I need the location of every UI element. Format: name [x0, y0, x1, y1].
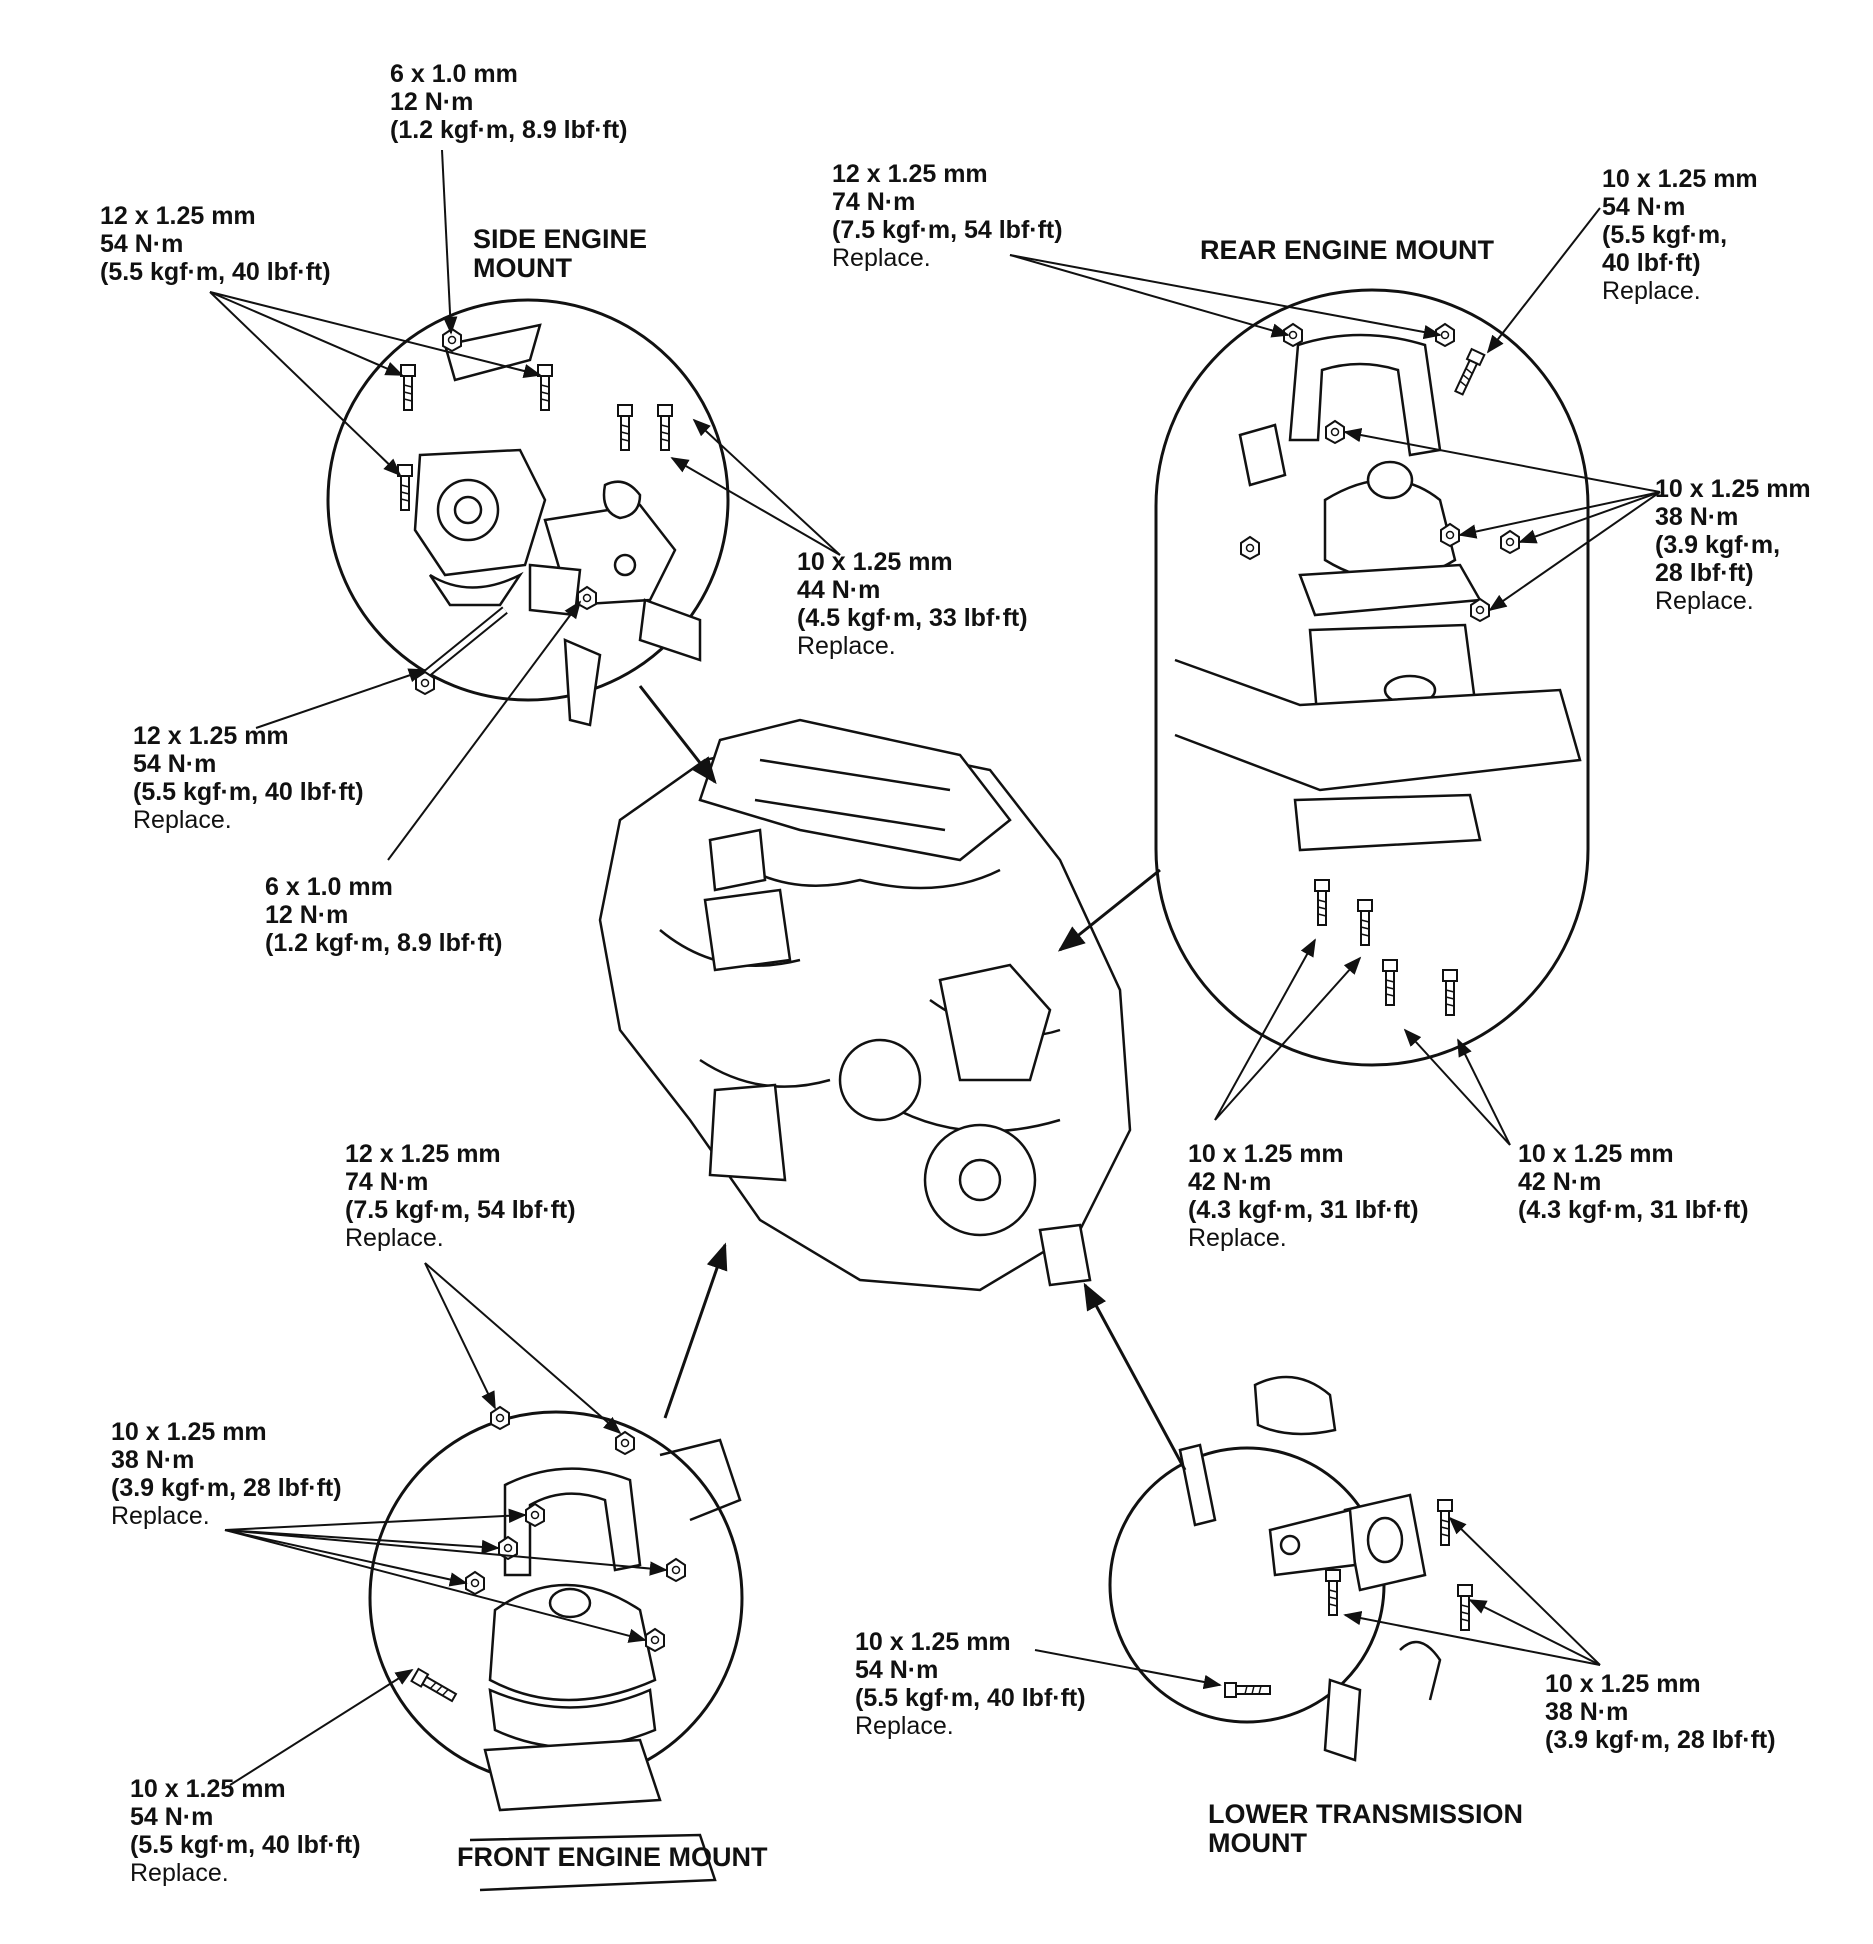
label-front-nuts: 12 x 1.25 mm 74 N·m (7.5 kgf·m, 54 lbf·f… [345, 1140, 576, 1252]
label-lower-bracket-bolts: 10 x 1.25 mm 38 N·m (3.9 kgf·m, 28 lbf·f… [1545, 1670, 1776, 1754]
label-front-side-bolt: 10 x 1.25 mm 54 N·m (5.5 kgf·m, 40 lbf·f… [130, 1775, 361, 1887]
spec-torque-alt: (5.5 kgf·m, 40 lbf·ft) [133, 778, 364, 806]
side-engine-mount-title: SIDE ENGINE MOUNT [473, 225, 647, 283]
spec-torque: 54 N·m [855, 1656, 939, 1684]
spec-size: 12 x 1.25 mm [832, 160, 988, 188]
spec-torque: 38 N·m [1545, 1698, 1629, 1726]
location-arrows [638, 685, 1187, 1471]
spec-torque-alt: (4.3 kgf·m, 31 lbf·ft) [1188, 1196, 1419, 1224]
label-side-upper-bolts: 12 x 1.25 mm 54 N·m (5.5 kgf·m, 40 lbf·f… [100, 202, 331, 286]
spec-torque: 12 N·m [390, 88, 474, 116]
spec-note: Replace. [1655, 587, 1754, 615]
spec-note: Replace. [111, 1502, 210, 1530]
spec-torque: 54 N·m [130, 1803, 214, 1831]
spec-torque-alt: (5.5 kgf·m, 40 lbf·ft) [100, 258, 331, 286]
spec-note: Replace. [1602, 277, 1701, 305]
label-side-lower-bolt: 6 x 1.0 mm 12 N·m (1.2 kgf·m, 8.9 lbf·ft… [265, 873, 503, 957]
lower-mount-parts [1178, 1375, 1442, 1762]
spec-torque-alt: (3.9 kgf·m, 28 lbf·ft) [1545, 1726, 1776, 1754]
spec-torque: 42 N·m [1518, 1168, 1602, 1196]
spec-size: 6 x 1.0 mm [265, 873, 393, 901]
spec-torque: 54 N·m [1602, 193, 1686, 221]
spec-size: 10 x 1.25 mm [1655, 475, 1811, 503]
spec-torque: 42 N·m [1188, 1168, 1272, 1196]
lower-title-line-1: LOWER TRANSMISSION [1208, 1799, 1523, 1829]
side-title-line-1: SIDE ENGINE [473, 224, 648, 254]
spec-note: Replace. [345, 1224, 444, 1252]
label-rear-lower-left: 10 x 1.25 mm 42 N·m (4.3 kgf·m, 31 lbf·f… [1188, 1140, 1419, 1252]
spec-torque-alt-2: 40 lbf·ft) [1602, 249, 1701, 277]
front-mount-parts [469, 1438, 742, 1892]
spec-note: Replace. [855, 1712, 954, 1740]
spec-size: 10 x 1.25 mm [130, 1775, 286, 1803]
spec-size: 10 x 1.25 mm [1602, 165, 1758, 193]
side-title-line-2: MOUNT [473, 253, 572, 283]
rear-mount-detail-capsule [1154, 288, 1590, 1067]
label-front-mount-nuts: 10 x 1.25 mm 38 N·m (3.9 kgf·m, 28 lbf·f… [111, 1418, 342, 1530]
side-mount-parts [413, 323, 702, 727]
label-lower-through-bolt: 10 x 1.25 mm 54 N·m (5.5 kgf·m, 40 lbf·f… [855, 1628, 1086, 1740]
spec-size: 10 x 1.25 mm [1518, 1140, 1674, 1168]
spec-torque-alt: (7.5 kgf·m, 54 lbf·ft) [832, 216, 1063, 244]
label-side-bracket-bolts: 10 x 1.25 mm 44 N·m (4.5 kgf·m, 33 lbf·f… [797, 548, 1028, 660]
front-engine-mount-title: FRONT ENGINE MOUNT [457, 1842, 768, 1872]
spec-size: 10 x 1.25 mm [1545, 1670, 1701, 1698]
spec-torque: 38 N·m [111, 1446, 195, 1474]
spec-note: Replace. [130, 1859, 229, 1887]
spec-torque-alt: (3.9 kgf·m, 28 lbf·ft) [111, 1474, 342, 1502]
spec-size: 10 x 1.25 mm [111, 1418, 267, 1446]
spec-note: Replace. [797, 632, 896, 660]
spec-note: Replace. [133, 806, 232, 834]
spec-note: Replace. [1188, 1224, 1287, 1252]
label-rear-nuts: 12 x 1.25 mm 74 N·m (7.5 kgf·m, 54 lbf·f… [832, 160, 1063, 272]
lower-mount-detail-circle [1108, 1446, 1386, 1724]
label-rear-lower-right: 10 x 1.25 mm 42 N·m (4.3 kgf·m, 31 lbf·f… [1518, 1140, 1749, 1224]
spec-torque-alt: (5.5 kgf·m, [1602, 221, 1728, 249]
spec-torque-alt: (3.9 kgf·m, [1655, 531, 1781, 559]
spec-torque: 12 N·m [265, 901, 349, 929]
spec-size: 12 x 1.25 mm [133, 722, 289, 750]
lower-transmission-mount-title: LOWER TRANSMISSION MOUNT [1208, 1800, 1523, 1858]
side-mount-bolts [397, 328, 673, 695]
spec-torque-alt: (5.5 kgf·m, 40 lbf·ft) [855, 1684, 1086, 1712]
lower-title-line-2: MOUNT [1208, 1828, 1307, 1858]
spec-size: 12 x 1.25 mm [345, 1140, 501, 1168]
spec-torque-alt: (4.3 kgf·m, 31 lbf·ft) [1518, 1196, 1749, 1224]
spec-size: 10 x 1.25 mm [797, 548, 953, 576]
spec-torque-alt: (4.5 kgf·m, 33 lbf·ft) [797, 604, 1028, 632]
spec-size: 12 x 1.25 mm [100, 202, 256, 230]
label-side-top-bolt: 6 x 1.0 mm 12 N·m (1.2 kgf·m, 8.9 lbf·ft… [390, 60, 628, 144]
spec-torque: 54 N·m [100, 230, 184, 258]
leader-lines [209, 149, 1661, 1786]
spec-torque: 44 N·m [797, 576, 881, 604]
label-side-through-bolt: 12 x 1.25 mm 54 N·m (5.5 kgf·m, 40 lbf·f… [133, 722, 364, 834]
spec-size: 10 x 1.25 mm [1188, 1140, 1344, 1168]
rear-mount-parts [1174, 333, 1582, 852]
spec-torque: 74 N·m [832, 188, 916, 216]
spec-torque-alt: (1.2 kgf·m, 8.9 lbf·ft) [390, 116, 628, 144]
engine-transmission-assembly [598, 718, 1132, 1292]
spec-size: 6 x 1.0 mm [390, 60, 518, 88]
rear-engine-mount-title: REAR ENGINE MOUNT [1200, 235, 1495, 265]
spec-torque-alt-2: 28 lbf·ft) [1655, 559, 1754, 587]
spec-torque-alt: (5.5 kgf·m, 40 lbf·ft) [130, 1831, 361, 1859]
spec-torque: 74 N·m [345, 1168, 429, 1196]
label-rear-side-bolt: 10 x 1.25 mm 54 N·m (5.5 kgf·m, 40 lbf·f… [1602, 165, 1758, 305]
side-mount-detail-circle [326, 298, 730, 702]
spec-note: Replace. [832, 244, 931, 272]
spec-size: 10 x 1.25 mm [855, 1628, 1011, 1656]
spec-torque: 38 N·m [1655, 503, 1739, 531]
spec-torque-alt: (1.2 kgf·m, 8.9 lbf·ft) [265, 929, 503, 957]
spec-torque: 54 N·m [133, 750, 217, 778]
label-rear-mount-nuts: 10 x 1.25 mm 38 N·m (3.9 kgf·m, 28 lbf·f… [1655, 475, 1811, 615]
spec-torque-alt: (7.5 kgf·m, 54 lbf·ft) [345, 1196, 576, 1224]
